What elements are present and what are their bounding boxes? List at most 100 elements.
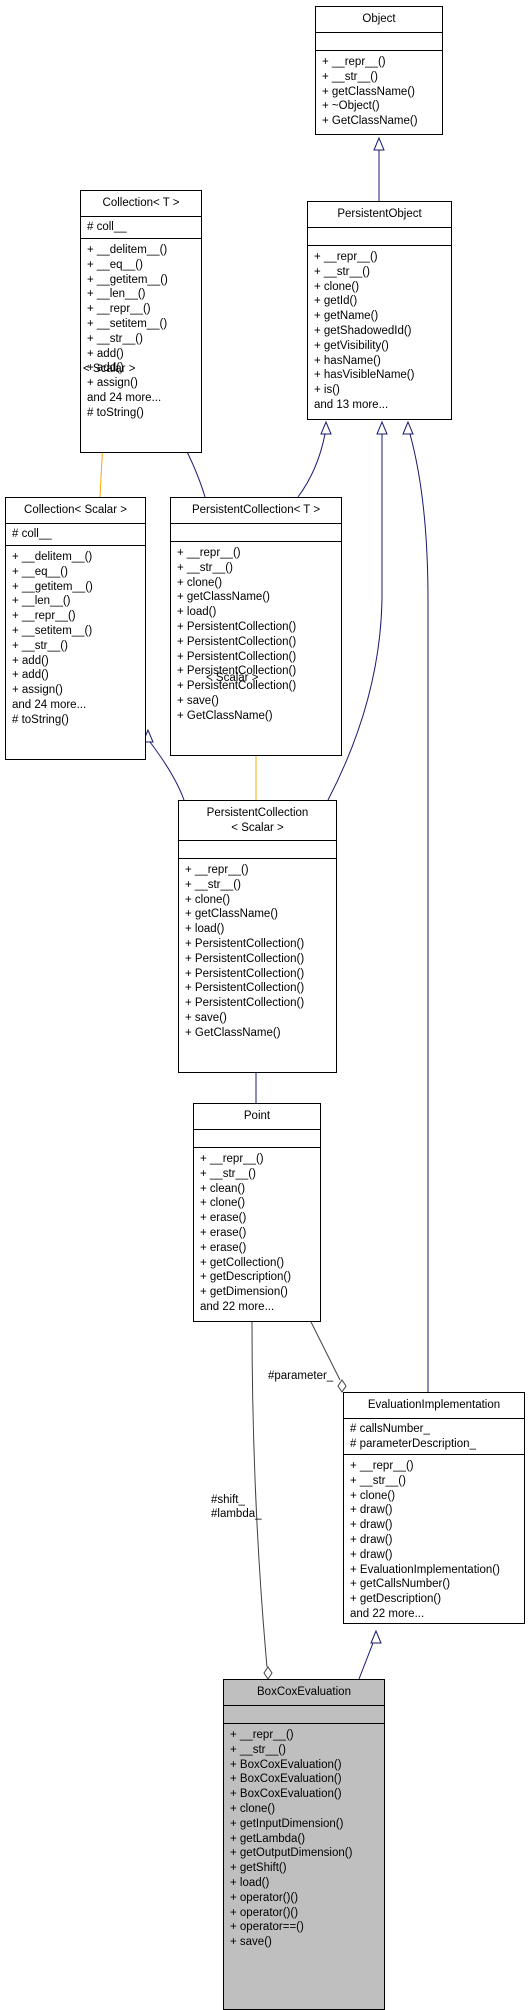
- class-name: Object: [316, 7, 442, 33]
- operation: + getCallsNumber(): [350, 1578, 451, 1591]
- operation: + operator==(): [230, 1921, 304, 1934]
- operation: + hasName(): [314, 354, 381, 367]
- operation: + getName(): [314, 310, 379, 323]
- operation: + getDimension(): [200, 1286, 288, 1299]
- operation: + GetClassName(): [177, 709, 273, 722]
- operation: + EvaluationImplementation(): [350, 1563, 500, 1576]
- class-collection-scalar[interactable]: Collection< Scalar ># coll__+ __delitem_…: [5, 497, 146, 760]
- operation: + operator()(): [230, 1891, 299, 1904]
- operation: + PersistentCollection(): [177, 680, 297, 693]
- operation: + __len__(): [12, 595, 71, 608]
- operation: + __str__(): [87, 332, 143, 345]
- operation: + getClassName(): [177, 591, 270, 604]
- operation: + load(): [185, 923, 225, 936]
- edge-label-template-scalar-1: < Scalar >: [83, 363, 136, 375]
- operation: + clone(): [314, 280, 360, 293]
- class-persistent-collection-scalar[interactable]: PersistentCollection< Scalar >+ __repr__…: [178, 800, 337, 1073]
- operation: + add(): [87, 347, 124, 360]
- operation: + getOutputDimension(): [230, 1847, 353, 1860]
- operation: and 22 more...: [350, 1607, 425, 1620]
- attributes-section: # callsNumber_# parameterDescription_: [344, 1419, 524, 1455]
- operations-section: + __repr__()+ __str__()+ clone()+ getCla…: [171, 542, 341, 724]
- operation: + clone(): [177, 576, 223, 589]
- operation: + ~Object(): [322, 100, 380, 113]
- operation: + load(): [230, 1876, 270, 1889]
- class-object[interactable]: Object + __repr__() + __str__() + getClassN…: [315, 6, 443, 135]
- operation: + getDescription(): [200, 1271, 292, 1284]
- class-persistent-collection-t[interactable]: PersistentCollection< T >+ __repr__()+ _…: [170, 497, 342, 756]
- association-edge: [251, 1321, 268, 1668]
- inheritance-edge: [358, 1642, 374, 1680]
- operation: + __eq__(): [12, 565, 68, 578]
- operation: + clone(): [350, 1489, 396, 1502]
- operations-section: + __repr__()+ __str__()+ clean()+ clone(…: [194, 1148, 320, 1315]
- operation: + __delitem__(): [87, 244, 168, 256]
- operation: + PersistentCollection(): [177, 650, 297, 663]
- operation: and 24 more...: [87, 391, 162, 404]
- operation: + PersistentCollection(): [177, 665, 297, 678]
- attribute: # callsNumber_: [350, 1423, 430, 1435]
- operation: + save(): [185, 1011, 227, 1024]
- class-box-cox-evaluation[interactable]: BoxCoxEvaluation+ __repr__()+ __str__()+…: [223, 1679, 385, 2010]
- aggregation-diamond: [337, 1379, 347, 1393]
- inheritance-arrowhead: [320, 420, 332, 435]
- operation: # toString(): [12, 713, 69, 726]
- operation: + save(): [230, 1936, 272, 1949]
- operation: + __str__(): [12, 639, 68, 652]
- operation: + __getitem__(): [12, 580, 93, 593]
- class-evaluation-implementation[interactable]: EvaluationImplementation# callsNumber_# …: [343, 1392, 525, 1624]
- operation: + add(): [12, 669, 49, 682]
- class-name-line: Collection< T >: [102, 197, 180, 210]
- operation: + operator()(): [230, 1906, 299, 1919]
- operation: + draw(): [350, 1533, 393, 1546]
- attribute: # coll__: [12, 528, 52, 540]
- operation: + __getitem__(): [87, 273, 168, 286]
- operation: + __setitem__(): [87, 317, 168, 330]
- operations-section: + __repr__()+ __str__()+ clone()+ getId(…: [308, 246, 451, 413]
- operation: + PersistentCollection(): [177, 620, 297, 633]
- operation: + getVisibility(): [314, 339, 389, 352]
- operation: + BoxCoxEvaluation(): [230, 1758, 342, 1771]
- class-name-line: Collection< Scalar >: [24, 504, 127, 517]
- class-collection-t[interactable]: Collection< T > # coll__ + __delitem__() + …: [80, 190, 202, 453]
- class-name: Point: [194, 1104, 320, 1130]
- inheritance-arrowhead: [402, 420, 414, 435]
- operation: + __repr__(): [87, 303, 151, 316]
- class-name-line: BoxCoxEvaluation: [257, 1686, 351, 1699]
- operations-section: + __repr__() + __str__() + BoxCoxEvaluatio…: [224, 1724, 384, 1950]
- operation: + __repr__(): [350, 1460, 414, 1472]
- operation: + __str__(): [230, 1743, 286, 1756]
- operation: + clone(): [200, 1197, 246, 1210]
- operation: + save(): [177, 694, 219, 707]
- operation: + getClassName(): [322, 85, 415, 98]
- operation: + draw(): [350, 1548, 393, 1561]
- operation: + __repr__(): [314, 251, 378, 263]
- attribute: # coll__: [87, 221, 127, 233]
- operation: + erase(): [200, 1212, 247, 1225]
- operation: + PersistentCollection(): [185, 952, 305, 965]
- operation: + PersistentCollection(): [177, 635, 297, 648]
- edge-label-template-scalar-2: < Scalar >: [206, 672, 259, 684]
- operations-section: + __delitem__()+ __eq__()+ __getitem__()…: [6, 546, 145, 728]
- operation: + add(): [87, 362, 124, 375]
- operations-section: + __repr__()+ __str__()+ clone()+ draw()…: [344, 1455, 524, 1622]
- operation: + __str__(): [200, 1167, 256, 1180]
- operation: + BoxCoxEvaluation(): [230, 1773, 342, 1786]
- operation: + load(): [177, 606, 217, 619]
- operations-section: + __repr__() + __str__() + getClassName() +…: [316, 51, 442, 129]
- operation: + __str__(): [322, 70, 378, 83]
- operation: + __repr__(): [322, 56, 386, 68]
- operation: + draw(): [350, 1504, 393, 1517]
- association-edge: [310, 1321, 341, 1381]
- attributes-section: # coll__: [81, 217, 201, 239]
- class-point[interactable]: Point + __repr__()+ __str__()+ clean()+ c…: [193, 1103, 321, 1322]
- attributes-section: [194, 1130, 320, 1148]
- attributes-section: [316, 33, 442, 51]
- operation: + __repr__(): [230, 1729, 294, 1741]
- operation: + GetClassName(): [322, 115, 418, 128]
- operation: + __str__(): [314, 265, 370, 278]
- operation: + clone(): [185, 893, 231, 906]
- operation: + getCollection(): [200, 1256, 285, 1269]
- operation: + GetClassName(): [185, 1026, 281, 1039]
- class-persistent-object[interactable]: PersistentObject+ __repr__()+ __str__()+…: [307, 201, 452, 420]
